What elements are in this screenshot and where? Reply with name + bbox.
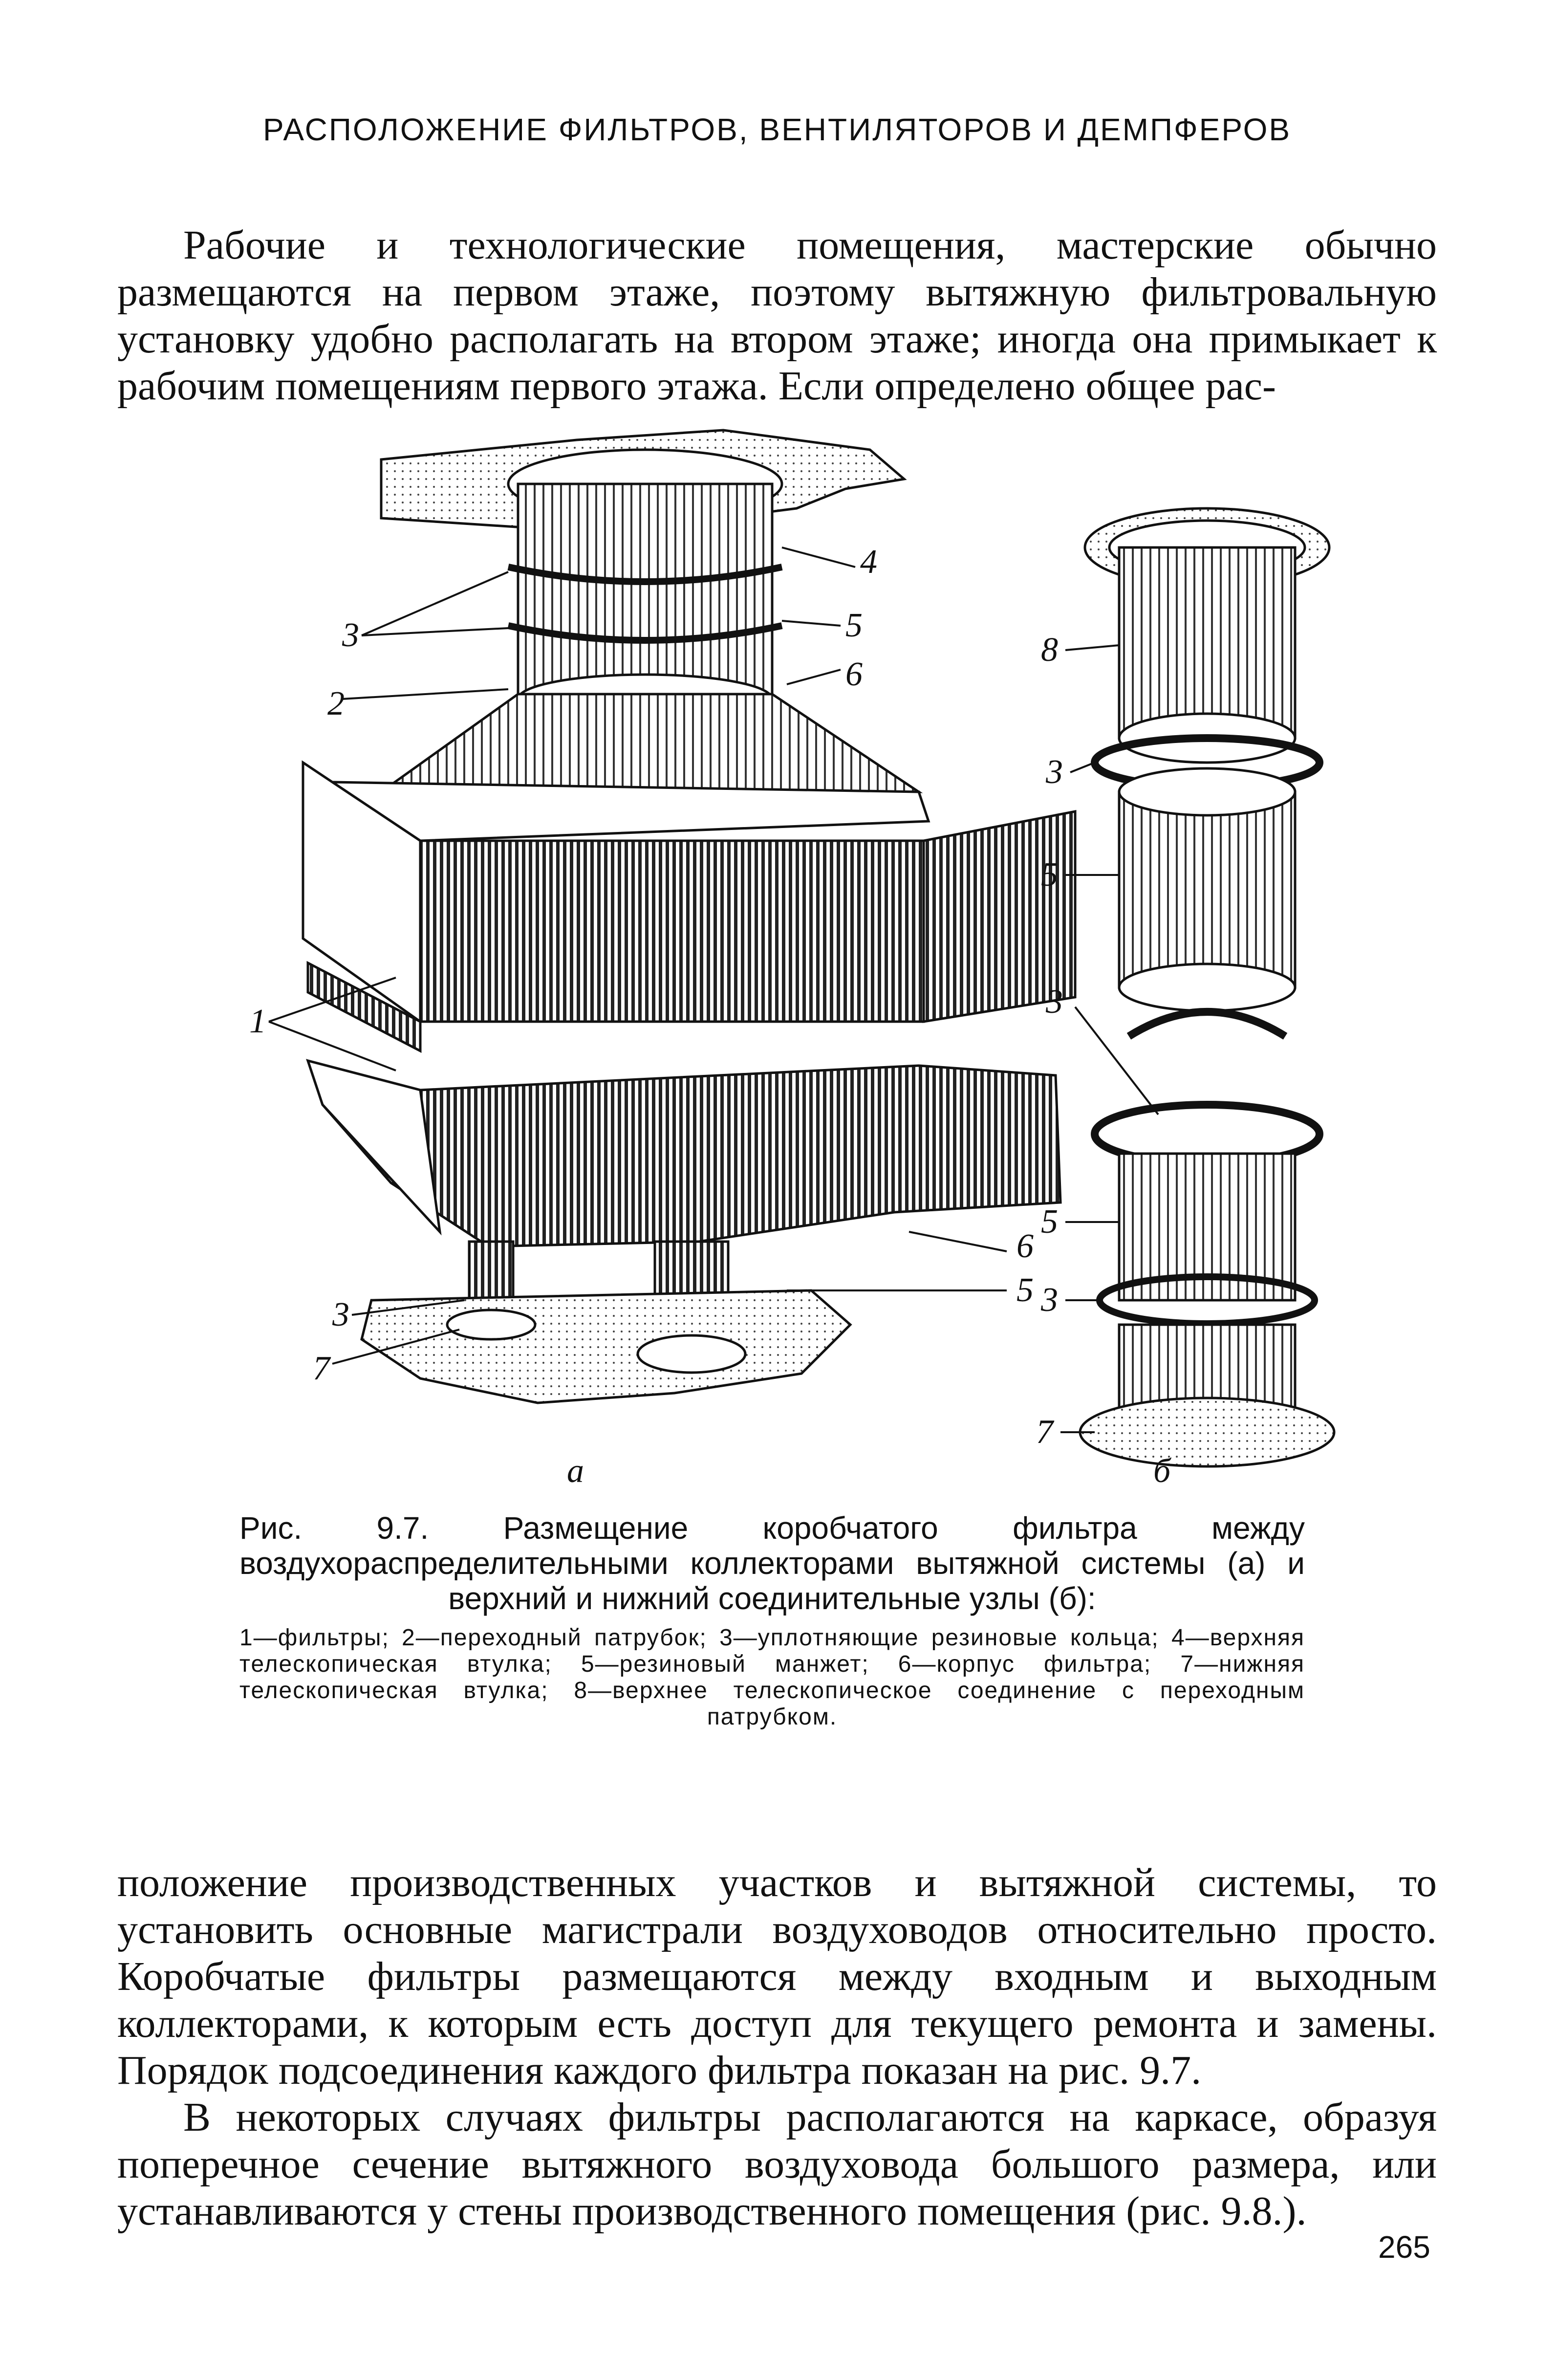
panel-a-upper [302,429,1077,1053]
caption-title: Рис. 9.7. Размещение коробчатого фильтра… [239,1510,1305,1616]
callout-5: 5 [1041,1203,1058,1241]
caption-legend: 1—фильтры; 2—переходный патрубок; 3—упло… [239,1625,1305,1730]
running-head: РАСПОЛОЖЕНИЕ ФИЛЬТРОВ, ВЕНТИЛЯТОРОВ И ДЕ… [262,112,1292,147]
callout-1: 1 [249,1003,266,1040]
figure-9-7: 4 5 6 3 2 1 6 5 3 7 8 3 5 3 5 3 7 а б [235,420,1349,1506]
figure-caption: Рис. 9.7. Размещение коробчатого фильтра… [239,1510,1305,1730]
callout-3: 3 [1046,753,1063,791]
page-number: 265 [1378,2229,1430,2265]
callout-3: 3 [342,616,359,654]
panel-a-label: а [567,1452,584,1490]
callout-2: 2 [327,685,345,722]
callout-3: 3 [332,1296,349,1333]
callout-4: 4 [860,543,877,581]
callout-7: 7 [313,1350,330,1387]
callout-6: 6 [1016,1227,1034,1265]
callout-5: 5 [1041,856,1058,894]
paragraph-top: Рабочие и технологические помещения, мас… [117,222,1437,409]
panel-b [1079,507,1336,1468]
callout-3: 3 [1041,1281,1058,1319]
panel-b-label: б [1153,1452,1171,1490]
paragraph-bottom-2: В некоторых случаях фильтры располагаютс… [117,2095,1437,2234]
callout-6: 6 [845,655,863,693]
callout-5: 5 [1016,1271,1034,1309]
callout-8: 8 [1041,631,1058,669]
callout-5: 5 [845,607,863,644]
paragraph-bottom-1: положение производственных участков и вы… [117,1860,1437,2093]
leader-lines [268,546,1159,1433]
panel-a-lower [306,1059,1062,1404]
figure-drawing [268,429,1336,1468]
callout-7: 7 [1036,1413,1053,1451]
callout-3: 3 [1046,983,1063,1021]
